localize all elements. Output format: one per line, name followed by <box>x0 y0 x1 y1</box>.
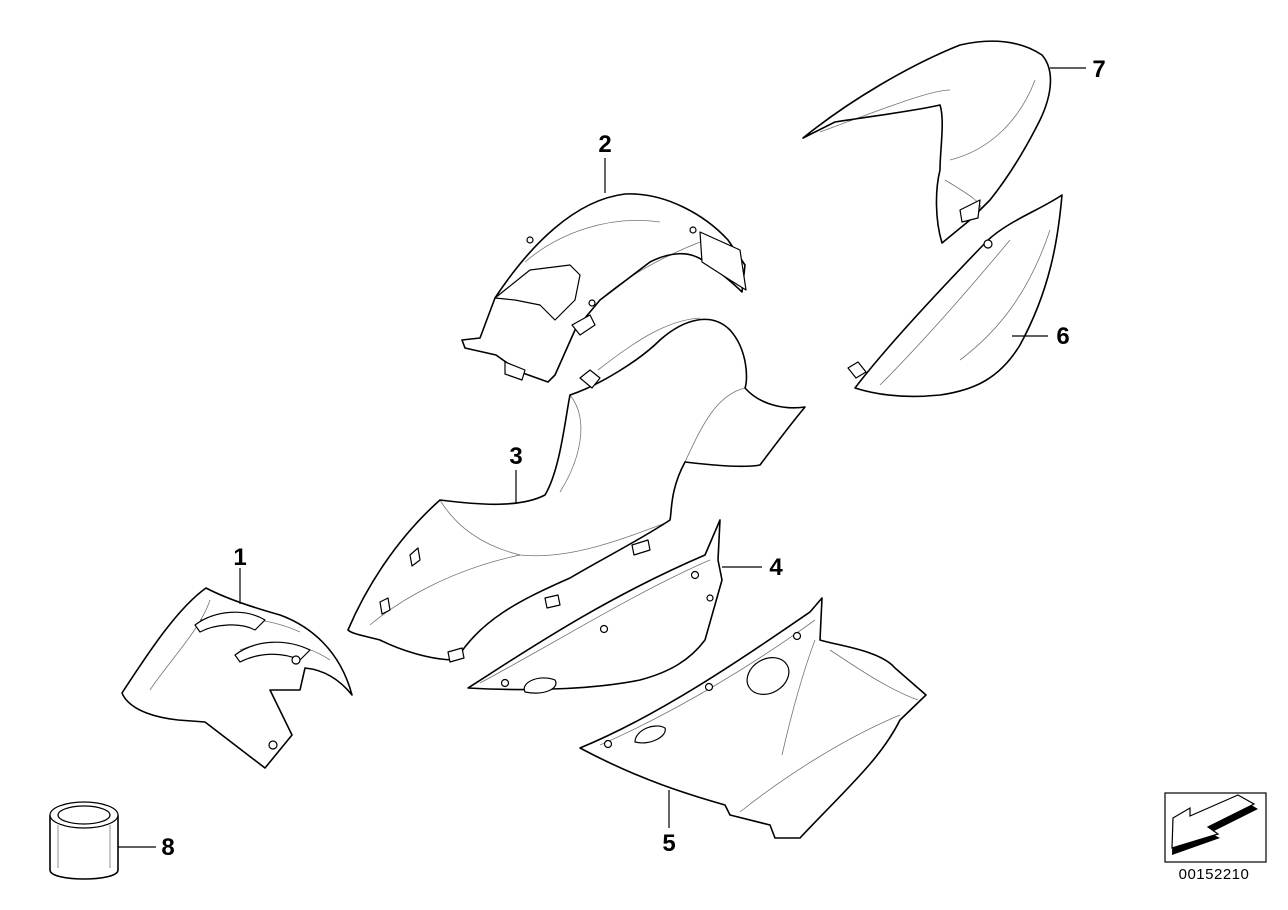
part-1-front-mudguard <box>121 587 353 769</box>
callout-4: 4 <box>769 554 783 581</box>
part-6-rear-side-cover <box>847 194 1063 398</box>
callout-7: 7 <box>1092 56 1105 83</box>
part-2-rear-mudguard <box>461 193 747 383</box>
part-7-seat-cowl <box>802 40 1052 244</box>
callout-3: 3 <box>509 443 522 470</box>
callout-8: 8 <box>161 834 174 861</box>
callout-5: 5 <box>662 830 675 857</box>
reference-number: 00152210 <box>1178 866 1250 883</box>
part-5-lower-fairing <box>579 597 927 839</box>
part-8-paint-can <box>49 801 119 880</box>
part-4-side-panel <box>467 519 723 694</box>
leader-lines <box>118 67 1086 848</box>
part-3-center-cover <box>347 317 806 663</box>
callout-labels: 1 2 3 4 5 6 7 8 <box>161 56 1105 861</box>
arrow-pointing-lower-left-icon <box>1164 792 1267 863</box>
callout-6: 6 <box>1056 323 1069 350</box>
callout-2: 2 <box>598 131 611 158</box>
callout-1: 1 <box>233 544 246 571</box>
